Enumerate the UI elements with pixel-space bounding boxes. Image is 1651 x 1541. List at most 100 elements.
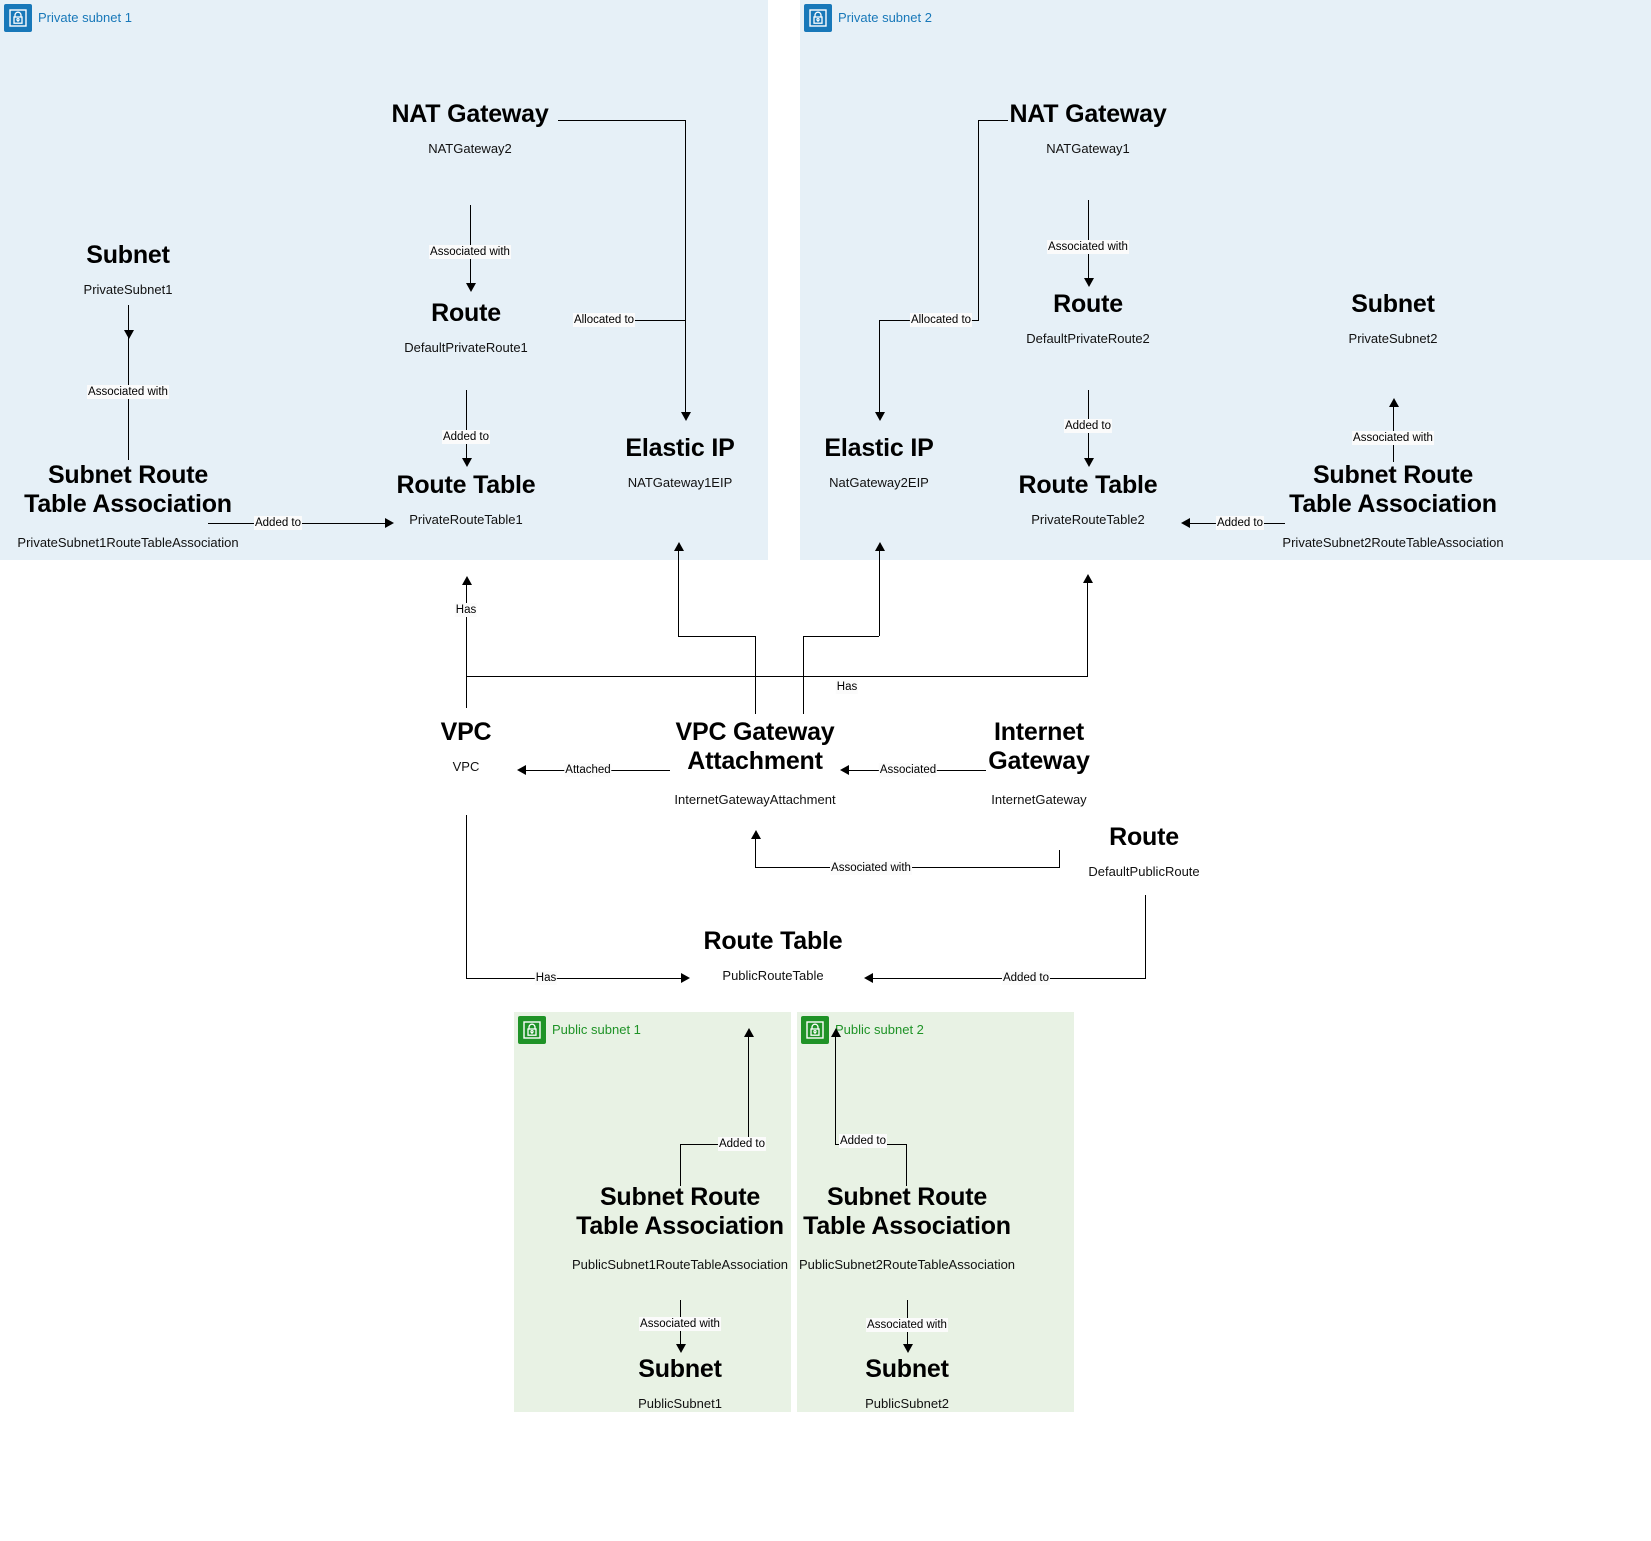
node-default-private-route-2[interactable]: Route DefaultPrivateRoute2 (1026, 290, 1150, 347)
node-subtitle: InternetGatewayAttachment (674, 792, 836, 807)
node-title: Internet Gateway (988, 718, 1090, 776)
arrowhead (875, 542, 885, 551)
arrowhead (875, 412, 885, 421)
edge-label: Added to (1215, 516, 1265, 530)
edge-label: Associated with (87, 385, 169, 399)
node-title: NAT Gateway (1009, 100, 1167, 128)
edge-vga-left-v2 (678, 546, 679, 636)
node-vpc[interactable]: VPC VPC (441, 718, 492, 775)
node-subtitle: PublicSubnet2 (865, 1396, 949, 1411)
node-nat-gateway-1[interactable]: NAT Gateway NATGateway1 (1009, 100, 1166, 157)
edge-vpc-has2-v (1087, 578, 1088, 677)
node-public-subnet-1[interactable]: Subnet PublicSubnet1 (638, 1355, 722, 1412)
arrowhead (1084, 458, 1094, 467)
node-title-line-2: Table Association (1289, 490, 1497, 518)
edge-pubroute-vga-v2 (755, 835, 756, 868)
arrowhead (676, 1344, 686, 1353)
group-public-subnet-2 (797, 1012, 1074, 1412)
node-title-line-2: Table Association (803, 1212, 1011, 1240)
arrowhead (466, 283, 476, 292)
node-subtitle: PublicSubnet2RouteTableAssociation (798, 1257, 1016, 1272)
node-public-subnet-2-rtb-association[interactable]: Subnet Route Table Association PublicSub… (799, 1183, 1015, 1273)
edge-pubrtb-s2a-v (835, 1032, 836, 1144)
node-public-route-table[interactable]: Route Table PublicRouteTable (703, 927, 842, 984)
node-title: Subnet Route Table Association (799, 1183, 1015, 1241)
node-title-line-1: Subnet Route (47, 461, 209, 489)
group-title-private-subnet-2: Private subnet 2 (838, 10, 932, 25)
node-private-route-table-1[interactable]: Route Table PrivateRouteTable1 (396, 471, 535, 528)
node-subtitle: PrivateSubnet2 (1348, 331, 1438, 346)
edge-pubrtb-s1a-v (748, 1032, 749, 1144)
node-private-route-table-2[interactable]: Route Table PrivateRouteTable2 (1018, 471, 1157, 528)
edge-label: Added to (1001, 971, 1051, 985)
node-title: Subnet (865, 1355, 949, 1383)
node-title-line-2: Table Association (24, 490, 232, 518)
edge-nat1-eip-v (978, 120, 979, 320)
node-nat-gateway-2[interactable]: NAT Gateway NATGateway2 (391, 100, 548, 157)
arrowhead (517, 765, 526, 775)
node-vpc-gateway-attachment[interactable]: VPC Gateway Attachment InternetGatewayAt… (674, 718, 835, 808)
node-title-line-1: Subnet Route (1312, 461, 1474, 489)
arrowhead (903, 1344, 913, 1353)
arrowhead (1389, 398, 1399, 407)
node-private-subnet-2[interactable]: Subnet PrivateSubnet2 (1349, 290, 1438, 347)
node-private-subnet-2-rtb-association[interactable]: Subnet Route Table Association PrivateSu… (1282, 461, 1503, 551)
node-subtitle: DefaultPrivateRoute1 (404, 340, 528, 355)
node-nat-gateway-1-eip[interactable]: Elastic IP NATGateway1EIP (625, 434, 734, 491)
edge-nat1-eip-v2 (879, 320, 880, 414)
group-title-public-subnet-1: Public subnet 1 (552, 1022, 641, 1037)
arrowhead (385, 518, 394, 528)
edge-label: Associated with (1352, 431, 1434, 445)
arrowhead (674, 542, 684, 551)
edge-vga-right-v2 (879, 546, 880, 636)
edge-label: Has (534, 971, 558, 985)
node-public-subnet-2[interactable]: Subnet PublicSubnet2 (865, 1355, 949, 1412)
node-title-line-2: Table Association (576, 1212, 784, 1240)
edge-label: Associated with (830, 861, 912, 875)
node-private-subnet-1[interactable]: Subnet PrivateSubnet1 (84, 241, 173, 298)
edge-nat2-eip-v2 (685, 320, 686, 414)
node-subtitle: PublicRouteTable (722, 968, 824, 983)
node-subtitle: DefaultPrivateRoute2 (1026, 331, 1150, 346)
arrowhead (124, 330, 134, 339)
edge-label: Associated with (639, 1317, 721, 1331)
node-title: Elastic IP (824, 434, 934, 462)
edge-label: Added to (717, 1137, 767, 1151)
edge-pubrtb-s2a-v2 (906, 1144, 907, 1186)
node-subtitle: PrivateSubnet1RouteTableAssociation (17, 535, 239, 550)
edge-label: Associated with (1047, 240, 1129, 254)
node-private-subnet-1-rtb-association[interactable]: Subnet Route Table Association PrivateSu… (17, 461, 238, 551)
edge-label: Added to (1063, 419, 1113, 433)
edge-label: Added to (838, 1134, 888, 1148)
edge-vpc-has1-v (466, 580, 467, 708)
node-nat-gateway-2-eip[interactable]: Elastic IP NatGateway2EIP (824, 434, 933, 491)
group-public-subnet-1 (514, 1012, 791, 1412)
node-subtitle: NATGateway2 (428, 141, 512, 156)
node-title-line-2: Gateway (988, 747, 1090, 775)
node-title: NAT Gateway (391, 100, 549, 128)
node-subtitle: PublicSubnet1RouteTableAssociation (571, 1257, 789, 1272)
edge-pubroute-vga-v (1059, 850, 1060, 868)
edge-label: Added to (441, 430, 491, 444)
node-title: VPC Gateway Attachment (674, 718, 835, 776)
group-title-public-subnet-2: Public subnet 2 (835, 1022, 924, 1037)
node-default-private-route-1[interactable]: Route DefaultPrivateRoute1 (404, 299, 528, 356)
node-public-subnet-1-rtb-association[interactable]: Subnet Route Table Association PublicSub… (572, 1183, 788, 1273)
lock-icon (518, 1016, 546, 1044)
arrowhead (462, 576, 472, 585)
edge-nat1-eip-h1 (978, 120, 1008, 121)
group-private-subnet-1 (0, 0, 768, 560)
node-internet-gateway[interactable]: Internet Gateway InternetGateway (988, 718, 1090, 808)
edge-label: Has (835, 680, 859, 694)
node-default-public-route[interactable]: Route DefaultPublicRoute (1088, 823, 1199, 880)
node-subtitle: PublicSubnet1 (638, 1396, 722, 1411)
arrowhead (744, 1028, 754, 1037)
edge-label: Associated with (429, 245, 511, 259)
node-title-line-1: VPC Gateway (675, 718, 835, 746)
edge-vpc-pubrtb-v (466, 815, 467, 978)
edge-vpc-trunk (466, 676, 1088, 677)
node-subtitle: PrivateRouteTable1 (409, 512, 523, 527)
node-title: Elastic IP (625, 434, 735, 462)
edge-nat2-eip-h1 (558, 120, 686, 121)
